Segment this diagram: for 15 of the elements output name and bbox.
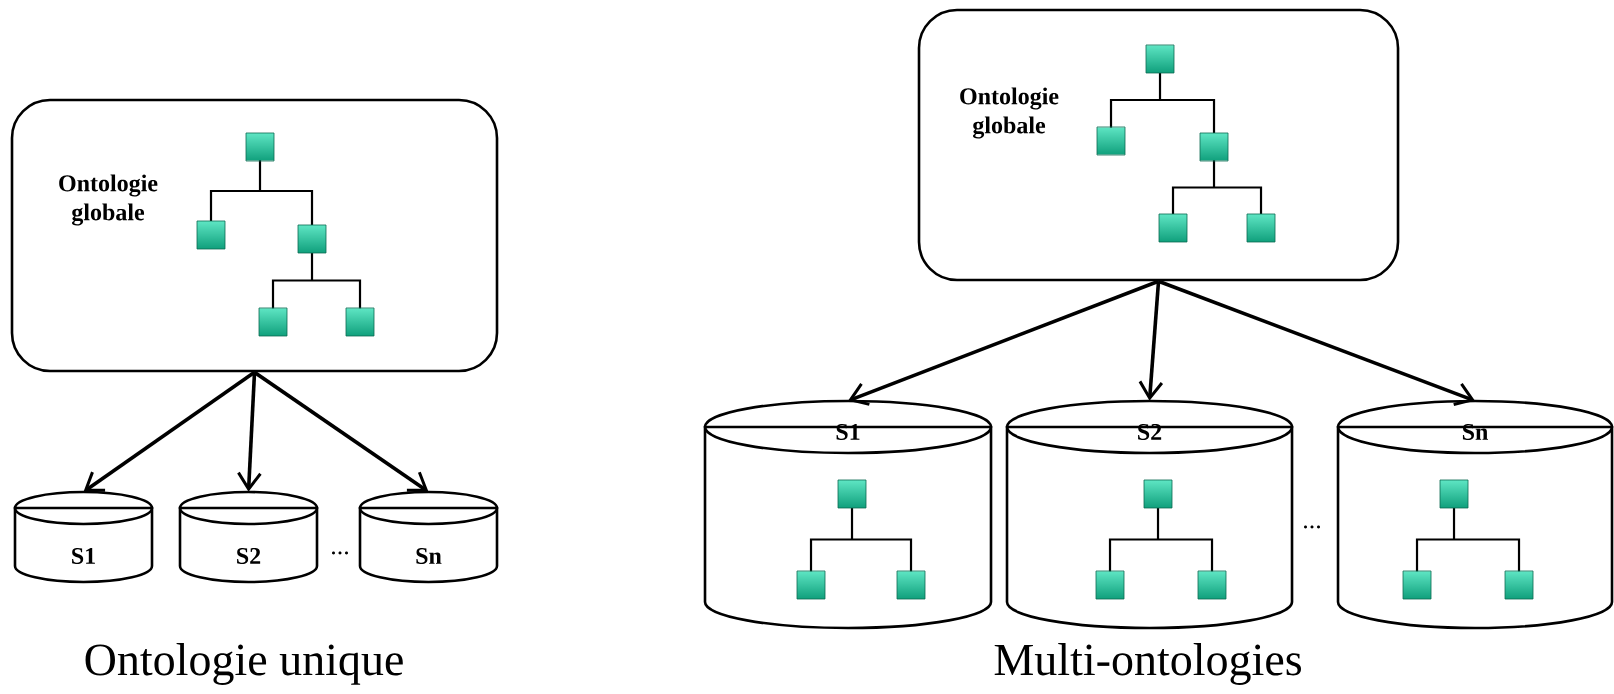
- rounded-box: Ontologie globale: [10, 98, 499, 373]
- caption: Multi-ontologies: [994, 643, 1301, 685]
- cylinder: S1: [13, 490, 154, 584]
- ellipsis: ...: [331, 551, 349, 555]
- cylinder: Sn: [358, 490, 499, 584]
- arrow: [1157, 279, 1475, 406]
- cylinder: S2: [178, 490, 319, 584]
- caption: Ontologie unique: [85, 643, 403, 685]
- arrow: [848, 279, 1160, 406]
- ellipsis: ...: [1303, 525, 1321, 529]
- arrow: [253, 370, 429, 492]
- arrow: [1138, 281, 1164, 401]
- rounded-box: Ontologie globale: [917, 8, 1400, 282]
- arrow: [83, 370, 256, 492]
- arrow: [237, 372, 262, 492]
